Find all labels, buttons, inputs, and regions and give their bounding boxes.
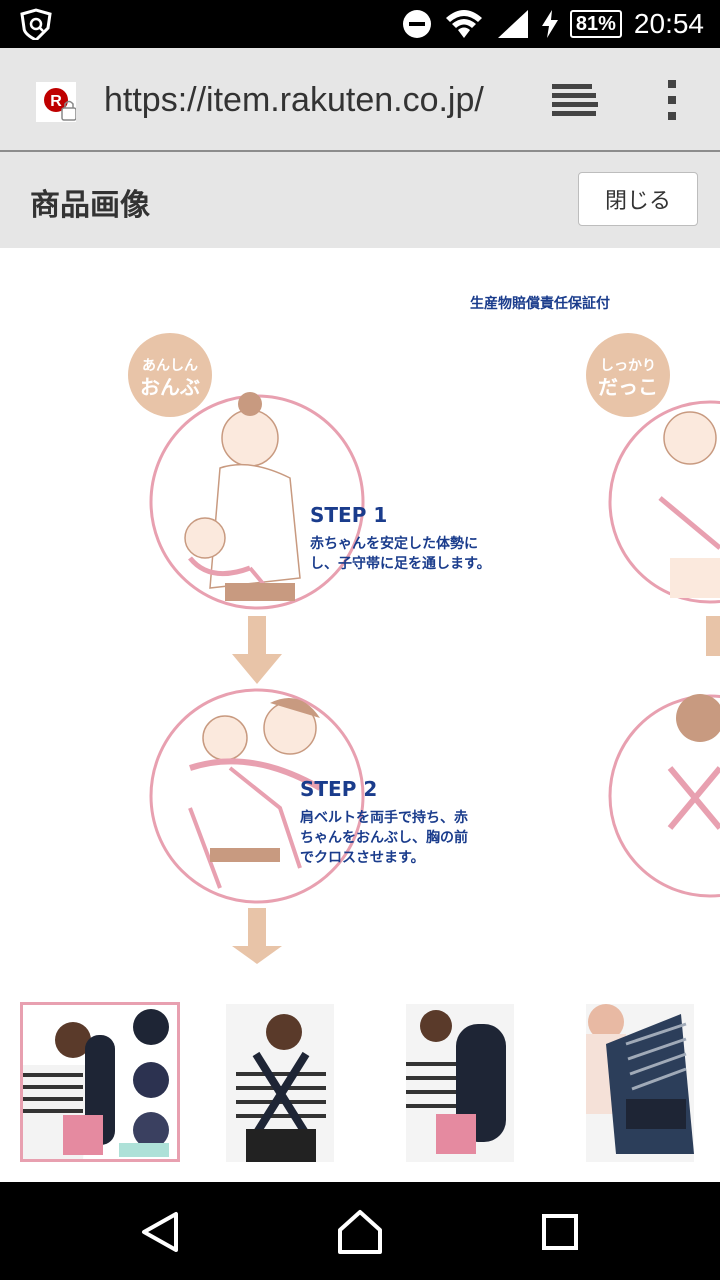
battery-level: 81% xyxy=(569,10,622,38)
url-field[interactable]: https://item.rakuten.co.jp/ xyxy=(104,81,484,119)
status-bar: 81% 20:54 xyxy=(0,0,720,48)
svg-text:し、子守帯に足を通します。: し、子守帯に足を通します。 xyxy=(310,555,491,572)
system-nav-bar xyxy=(0,1182,720,1280)
instruction-graphic: 生産物賠償責任保証付 あんしん おんぶ しっかり だっこ STEP 1 赤ちゃん… xyxy=(128,295,720,964)
back-icon[interactable] xyxy=(136,1208,184,1256)
dnd-icon xyxy=(402,10,431,38)
svg-text:だっこ: だっこ xyxy=(598,375,658,399)
svg-text:赤ちゃんを安定した体勢に: 赤ちゃんを安定した体勢に xyxy=(310,535,478,552)
right-step2-illustration xyxy=(608,694,720,898)
arrow-down-2 xyxy=(232,908,282,964)
step1-text: STEP 1 赤ちゃんを安定した体勢に し、子守帯に足を通します。 xyxy=(310,503,491,572)
svg-text:おんぶ: おんぶ xyxy=(140,375,200,399)
thumbnail-strip xyxy=(0,964,720,1182)
svg-text:肩ベルトを両手で持ち、赤: 肩ベルトを両手で持ち、赤 xyxy=(300,809,468,826)
right-step1-illustration xyxy=(608,400,720,604)
close-button[interactable]: 閉じる xyxy=(578,172,698,226)
svg-text:STEP 2: STEP 2 xyxy=(300,777,377,801)
overflow-menu-icon[interactable] xyxy=(654,78,690,122)
thumbnail-4[interactable] xyxy=(586,1004,694,1162)
arrow-down-1 xyxy=(232,616,282,684)
step2-text: STEP 2 肩ベルトを両手で持ち、赤 ちゃんをおんぶし、胸の前 でクロスさせま… xyxy=(300,777,468,866)
thumbnail-1[interactable] xyxy=(20,1002,180,1162)
right-arrow-down-1 xyxy=(706,616,720,656)
wifi-icon xyxy=(445,10,482,38)
browser-toolbar: R https://item.rakuten.co.jp/ xyxy=(0,48,720,152)
svg-text:でクロスさせます。: でクロスさせます。 xyxy=(300,850,425,866)
rakuten-lock-icon[interactable]: R xyxy=(36,82,76,122)
shield-icon xyxy=(20,8,52,40)
battery-indicator: 81% xyxy=(569,10,622,38)
step2-illustration xyxy=(149,688,365,904)
step1-illustration xyxy=(149,392,365,610)
signal-icon xyxy=(497,10,528,38)
page-title: 商品画像 xyxy=(30,188,150,223)
svg-text:あんしん: あんしん xyxy=(142,358,198,374)
product-image[interactable]: 生産物賠償責任保証付 あんしん おんぶ しっかり だっこ STEP 1 赤ちゃん… xyxy=(0,248,720,964)
svg-text:しっかり: しっかり xyxy=(600,358,656,374)
left-label-bubble: あんしん おんぶ xyxy=(128,333,212,417)
home-icon[interactable] xyxy=(336,1208,384,1256)
recents-icon[interactable] xyxy=(536,1208,584,1256)
thumbnail-3[interactable] xyxy=(406,1004,514,1162)
svg-text:ちゃんをおんぶし、胸の前: ちゃんをおんぶし、胸の前 xyxy=(300,829,468,846)
tabs-icon[interactable] xyxy=(548,78,602,122)
image-viewer-header: 商品画像 閉じる xyxy=(0,152,720,248)
clock: 20:54 xyxy=(633,8,704,39)
right-label-bubble: しっかり だっこ xyxy=(586,333,670,417)
charging-icon xyxy=(541,10,558,38)
warranty-badge: 生産物賠償責任保証付 xyxy=(470,295,610,312)
svg-text:STEP 1: STEP 1 xyxy=(310,503,387,527)
thumbnail-2[interactable] xyxy=(226,1004,334,1162)
svg-text:R: R xyxy=(50,93,62,110)
